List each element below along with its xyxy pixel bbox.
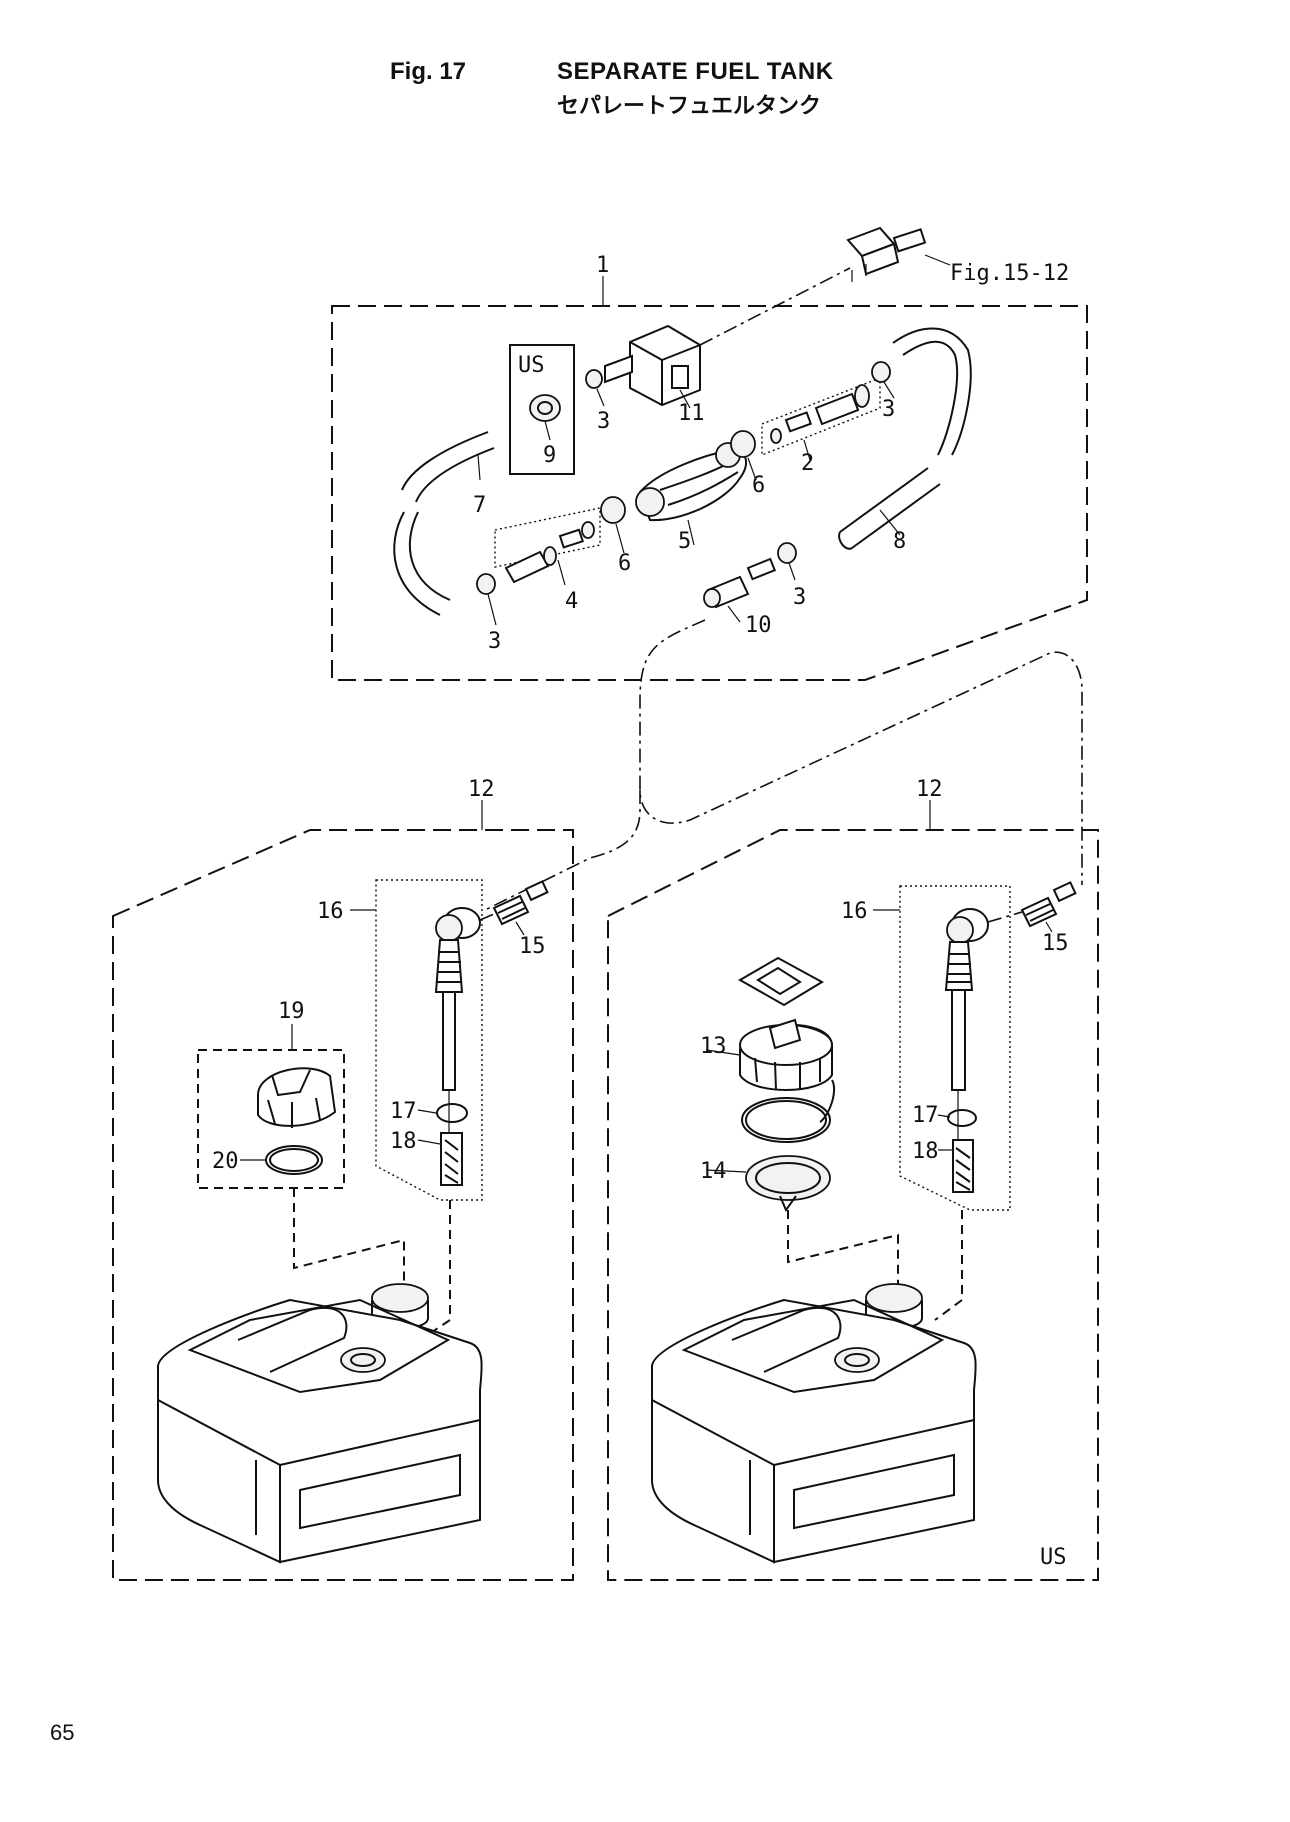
label-part-10: 10 xyxy=(745,613,772,638)
label-part-5: 5 xyxy=(678,529,691,554)
label-fig-ref: Fig.15-12 xyxy=(950,261,1069,286)
label-part-6a: 6 xyxy=(618,551,631,576)
label-part-13: 13 xyxy=(700,1034,727,1059)
label-part-3b: 3 xyxy=(882,397,895,422)
left-fuel-tank xyxy=(157,1283,483,1564)
label-part-9: 9 xyxy=(543,443,556,468)
left-part-15 xyxy=(492,880,549,936)
label-part-7: 7 xyxy=(473,493,486,518)
label-part-16-left: 16 xyxy=(317,899,344,924)
label-part-18-right: 18 xyxy=(912,1139,939,1164)
label-part-2: 2 xyxy=(801,451,814,476)
part-2-fitting xyxy=(770,384,870,461)
label-part-18-left: 18 xyxy=(390,1129,417,1154)
figure-title-japanese: セパレートフュエルタンク xyxy=(557,94,822,119)
label-part-16-right: 16 xyxy=(841,899,868,924)
label-part-3d: 3 xyxy=(488,629,501,654)
right-pickup-tube xyxy=(937,908,989,1193)
label-part-1: 1 xyxy=(596,253,609,278)
right-fuel-tank xyxy=(651,1283,977,1564)
page-number: 65 xyxy=(50,1720,75,1745)
label-us-box: US xyxy=(518,353,545,378)
left-pickup-tube xyxy=(417,907,481,1186)
part-10-fitting xyxy=(703,557,777,623)
part-4-fitting xyxy=(504,521,595,586)
part-7-hose xyxy=(393,431,495,616)
label-us-tank: US xyxy=(1040,1545,1067,1570)
fuel-line-assembly xyxy=(331,226,1088,911)
part-5-primer-bulb xyxy=(635,442,748,546)
part-11-connector xyxy=(604,324,701,409)
label-part-11: 11 xyxy=(678,401,705,426)
label-part-12-right: 12 xyxy=(916,777,943,802)
part-8-hose xyxy=(838,327,972,550)
label-part-3c: 3 xyxy=(793,585,806,610)
label-part-6b: 6 xyxy=(752,473,765,498)
figure-title: SEPARATE FUEL TANK xyxy=(557,58,834,85)
label-part-3a: 3 xyxy=(597,409,610,434)
label-part-14: 14 xyxy=(700,1159,727,1184)
right-part-15 xyxy=(1020,881,1077,933)
label-part-20: 20 xyxy=(212,1149,239,1174)
label-part-8: 8 xyxy=(893,529,906,554)
label-part-4: 4 xyxy=(565,589,578,614)
label-part-17-right: 17 xyxy=(912,1103,939,1128)
right-part-13-filler-cap xyxy=(705,1018,836,1123)
right-tank-assembly xyxy=(607,800,1099,1581)
label-part-12-left: 12 xyxy=(468,777,495,802)
label-part-19: 19 xyxy=(278,999,305,1024)
figure-number: Fig. 17 xyxy=(390,58,467,85)
label-part-15-right: 15 xyxy=(1042,931,1069,956)
left-tank-assembly xyxy=(112,800,574,1581)
right-part-14-ring xyxy=(705,1155,831,1213)
left-part-19-cap xyxy=(257,1067,337,1128)
label-part-17-left: 17 xyxy=(390,1099,417,1124)
label-part-15-left: 15 xyxy=(519,934,546,959)
engine-connector xyxy=(846,226,951,282)
